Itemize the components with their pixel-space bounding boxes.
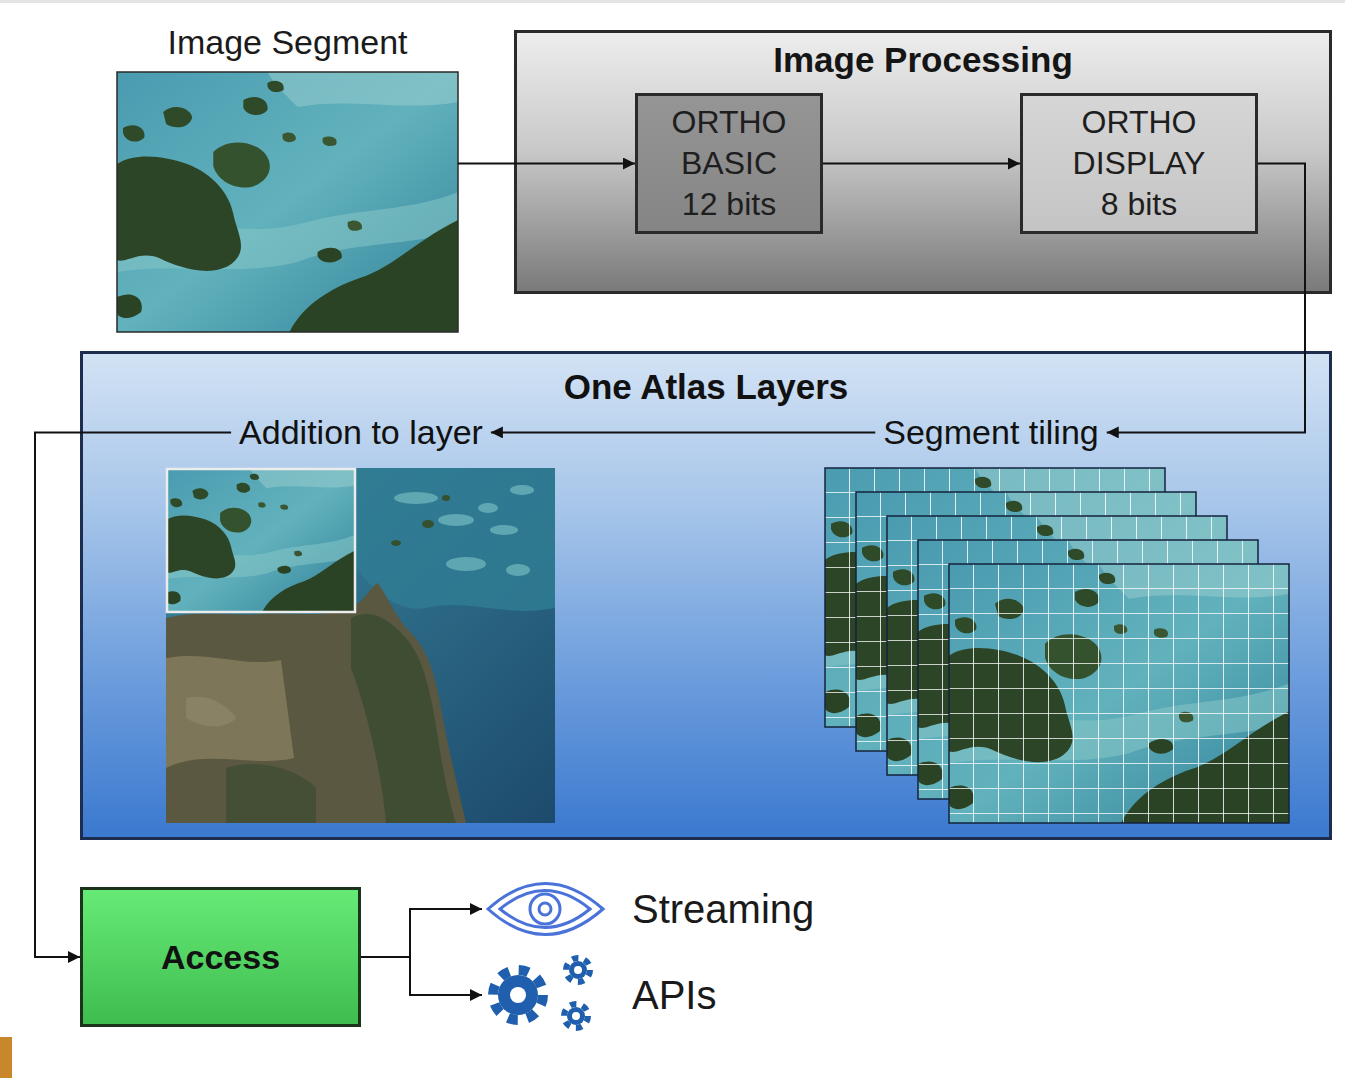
gears-icon — [493, 958, 590, 1028]
output-item: APIs — [482, 962, 782, 1028]
tile-grid — [856, 492, 1196, 751]
artwork-part — [510, 485, 534, 495]
process-box: ORTHO DISPLAY 8 bits — [1020, 93, 1258, 234]
gear-teeth — [566, 958, 590, 982]
access-box: Access — [80, 887, 361, 1027]
tile-image — [949, 564, 1289, 823]
map-forest — [351, 614, 456, 823]
step-text: Segment tiling — [883, 412, 1098, 453]
tile-image — [825, 468, 1165, 727]
inset-frame — [167, 469, 355, 612]
map-land-patch — [166, 656, 294, 768]
segment-image — [117, 72, 458, 332]
image-heading: Image Segment — [117, 22, 458, 63]
layer-panel: One Atlas LayersAddition to layer Segment… — [80, 351, 1332, 840]
flow-arrow — [35, 432, 231, 957]
artwork-part — [442, 495, 450, 501]
step-label: Segment tiling — [875, 412, 1106, 453]
map-shallows — [356, 468, 555, 611]
flow-arrow — [1107, 164, 1305, 433]
artwork-part — [422, 520, 434, 528]
tile-sheet — [825, 468, 1165, 727]
tile-image — [887, 516, 1227, 775]
eye-iris — [530, 894, 560, 924]
flow-arrow — [491, 431, 875, 433]
flow-arrow — [823, 163, 1020, 165]
image-frame — [117, 72, 458, 332]
gear-hole — [510, 987, 526, 1003]
tile-sheet — [918, 540, 1258, 799]
tile-stack — [825, 468, 1289, 823]
slide-mark — [0, 1037, 12, 1078]
eye-inner — [500, 891, 590, 928]
map-sea — [166, 468, 555, 823]
process-box: ORTHO BASIC 12 bits — [635, 93, 823, 234]
tile-image — [856, 492, 1196, 751]
tile-grid — [918, 540, 1258, 799]
eye-pupil — [539, 903, 551, 915]
connector-group — [35, 164, 1305, 996]
process-label: ORTHO DISPLAY 8 bits — [1064, 102, 1214, 225]
tile-image — [918, 540, 1258, 799]
flow-arrow — [458, 163, 635, 165]
artwork-part — [506, 564, 530, 576]
tile-sheet — [887, 516, 1227, 775]
output-label: APIs — [632, 971, 716, 1019]
map-land — [166, 583, 466, 823]
artwork-part — [394, 492, 438, 504]
map-islands — [391, 495, 450, 546]
inset-image — [167, 469, 355, 612]
satellite-image — [117, 72, 458, 332]
step-text: Addition to layer — [239, 412, 483, 453]
panel-title: Image Processing — [517, 39, 1329, 81]
panel-title: One Atlas Layers — [83, 366, 1329, 408]
map-shoals — [394, 485, 534, 576]
process-panel: Image ProcessingORTHO BASIC 12 bits ORTHO… — [514, 30, 1332, 294]
gear-body — [569, 961, 587, 979]
map-forest — [226, 764, 316, 823]
image-segment: Image Segment — [117, 22, 458, 332]
flow-arrow — [361, 957, 482, 995]
tile-grid — [825, 468, 1165, 727]
artwork-part — [438, 514, 474, 526]
tile-sheet — [856, 492, 1196, 751]
gear-hole — [572, 1012, 580, 1020]
gear-hole — [574, 966, 582, 974]
tile-grid — [887, 516, 1227, 775]
gear-body — [498, 975, 538, 1015]
process-label: ORTHO BASIC 12 bits — [667, 102, 791, 225]
page-rule — [0, 0, 1345, 3]
gear-teeth — [564, 1004, 588, 1028]
map-town — [186, 697, 236, 727]
output-item: Streaming — [482, 878, 892, 940]
tile-sheet — [949, 564, 1289, 823]
layer-map — [166, 468, 555, 823]
eye-icon — [488, 884, 603, 935]
artwork-part — [490, 525, 518, 535]
step-label: Addition to layer — [231, 412, 491, 453]
access-label: Access — [161, 937, 280, 978]
tile-grid — [949, 564, 1289, 823]
gear-body — [567, 1007, 585, 1025]
artwork-part — [446, 557, 486, 571]
artwork-part — [478, 503, 498, 513]
output-label: Streaming — [632, 885, 814, 933]
flow-arrow — [361, 909, 482, 957]
eye-outline — [488, 884, 603, 935]
gear-teeth — [493, 970, 543, 1020]
artwork-part — [391, 540, 401, 546]
